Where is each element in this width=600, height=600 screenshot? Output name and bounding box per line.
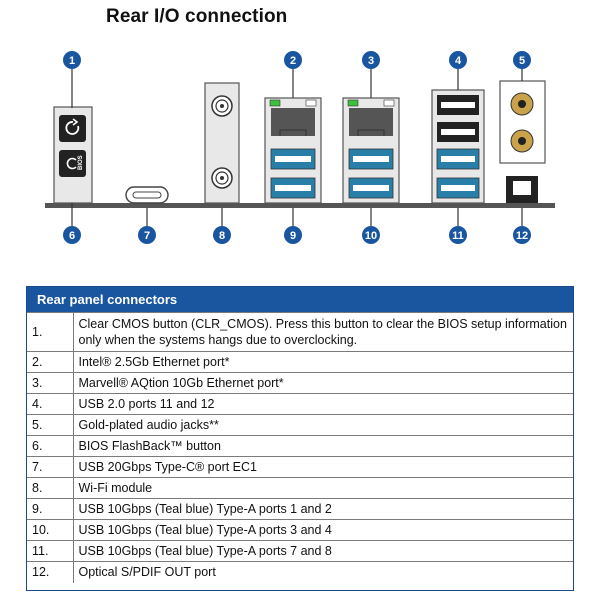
row-number: 5. [27, 414, 74, 436]
row-description: USB 10Gbps (Teal blue) Type-A ports 1 an… [73, 498, 573, 520]
bios-label: BIOS [78, 155, 84, 170]
callout-6-label: 6 [69, 230, 75, 242]
table-row: 4. USB 2.0 ports 11 and 12 [27, 393, 573, 415]
callout-leaders [71, 68, 523, 226]
rear-io-diagram: BIOS [45, 51, 555, 244]
callout-10-label: 10 [365, 230, 377, 242]
row-number: 10. [27, 519, 74, 541]
page-title: Rear I/O connection [106, 6, 288, 27]
callout-9: 9 [284, 226, 302, 244]
row-description: USB 10Gbps (Teal blue) Type-A ports 3 an… [73, 519, 573, 541]
row-description: Wi-Fi module [73, 477, 573, 499]
table-row: 5. Gold-plated audio jacks** [27, 414, 573, 436]
usb-type-c-port [125, 186, 169, 204]
row-description: USB 20Gbps Type-C® port EC1 [73, 456, 573, 478]
row-description: Clear CMOS button (CLR_CMOS). Press this… [73, 312, 573, 352]
row-description: BIOS FlashBack™ button [73, 435, 573, 457]
row-description: Marvell® AQtion 10Gb Ethernet port* [73, 372, 573, 394]
lan-10g-usb-stack [342, 97, 400, 204]
row-number: 8. [27, 477, 74, 499]
usb-2-0-and-10gbps-stack [431, 89, 485, 204]
row-description: USB 2.0 ports 11 and 12 [73, 393, 573, 415]
clear-cmos-icon [65, 121, 80, 135]
bios-flashback-icon [66, 157, 77, 170]
callout-8: 8 [213, 226, 231, 244]
table-row: 9. USB 10Gbps (Teal blue) Type-A ports 1… [27, 498, 573, 520]
callout-1-label: 1 [69, 55, 75, 67]
callout-3: 3 [362, 51, 380, 69]
callout-7-label: 7 [144, 230, 150, 242]
row-description: USB 10Gbps (Teal blue) Type-A ports 7 an… [73, 540, 573, 562]
table-row: 1. Clear CMOS button (CLR_CMOS). Press t… [27, 312, 573, 352]
clr-cmos-bios-module: BIOS [53, 106, 93, 204]
table-row: 6. BIOS FlashBack™ button [27, 435, 573, 457]
wifi-module [204, 82, 240, 204]
audio-jacks [499, 80, 546, 164]
row-description: Optical S/PDIF OUT port [73, 561, 573, 583]
callout-5: 5 [513, 51, 531, 69]
clr-cmos-button [59, 115, 86, 142]
callout-12-label: 12 [516, 230, 528, 242]
row-number: 2. [27, 351, 74, 373]
table-row: 12. Optical S/PDIF OUT port [27, 561, 573, 583]
callout-6: 6 [63, 226, 81, 244]
row-number: 7. [27, 456, 74, 478]
callout-4-label: 4 [455, 55, 462, 67]
row-description: Gold-plated audio jacks** [73, 414, 573, 436]
callout-2: 2 [284, 51, 302, 69]
rear-panel-connectors-table: Rear panel connectors 1. Clear CMOS butt… [26, 286, 574, 591]
connector-list: 1. Clear CMOS button (CLR_CMOS). Press t… [27, 312, 573, 583]
callout-7: 7 [138, 226, 156, 244]
callout-11-label: 11 [452, 230, 464, 242]
optical-spdif-port [506, 176, 538, 203]
table-row: 2. Intel® 2.5Gb Ethernet port* [27, 351, 573, 373]
bios-flashback-button [59, 150, 86, 177]
table-row: 8. Wi-Fi module [27, 477, 573, 499]
table-header: Rear panel connectors [27, 287, 573, 312]
row-number: 6. [27, 435, 74, 457]
row-number: 1. [27, 312, 74, 352]
callout-12: 12 [513, 226, 531, 244]
table-row: 11. USB 10Gbps (Teal blue) Type-A ports … [27, 540, 573, 562]
lan-2-5g-usb-stack [264, 97, 322, 204]
table-row: 7. USB 20Gbps Type-C® port EC1 [27, 456, 573, 478]
row-description: Intel® 2.5Gb Ethernet port* [73, 351, 573, 373]
row-number: 12. [27, 561, 74, 583]
callout-8-label: 8 [219, 230, 225, 242]
row-number: 4. [27, 393, 74, 415]
row-number: 11. [27, 540, 74, 562]
callout-11: 11 [449, 226, 467, 244]
callout-3-label: 3 [368, 55, 374, 67]
table-row: 3. Marvell® AQtion 10Gb Ethernet port* [27, 372, 573, 394]
callout-1: 1 [63, 51, 81, 69]
io-shield-baseline [45, 203, 555, 208]
callout-5-label: 5 [519, 55, 525, 67]
row-number: 3. [27, 372, 74, 394]
callout-2-label: 2 [290, 55, 296, 67]
callout-10: 10 [362, 226, 380, 244]
table-row: 10. USB 10Gbps (Teal blue) Type-A ports … [27, 519, 573, 541]
row-number: 9. [27, 498, 74, 520]
callout-9-label: 9 [290, 230, 296, 242]
callout-4: 4 [449, 51, 467, 69]
